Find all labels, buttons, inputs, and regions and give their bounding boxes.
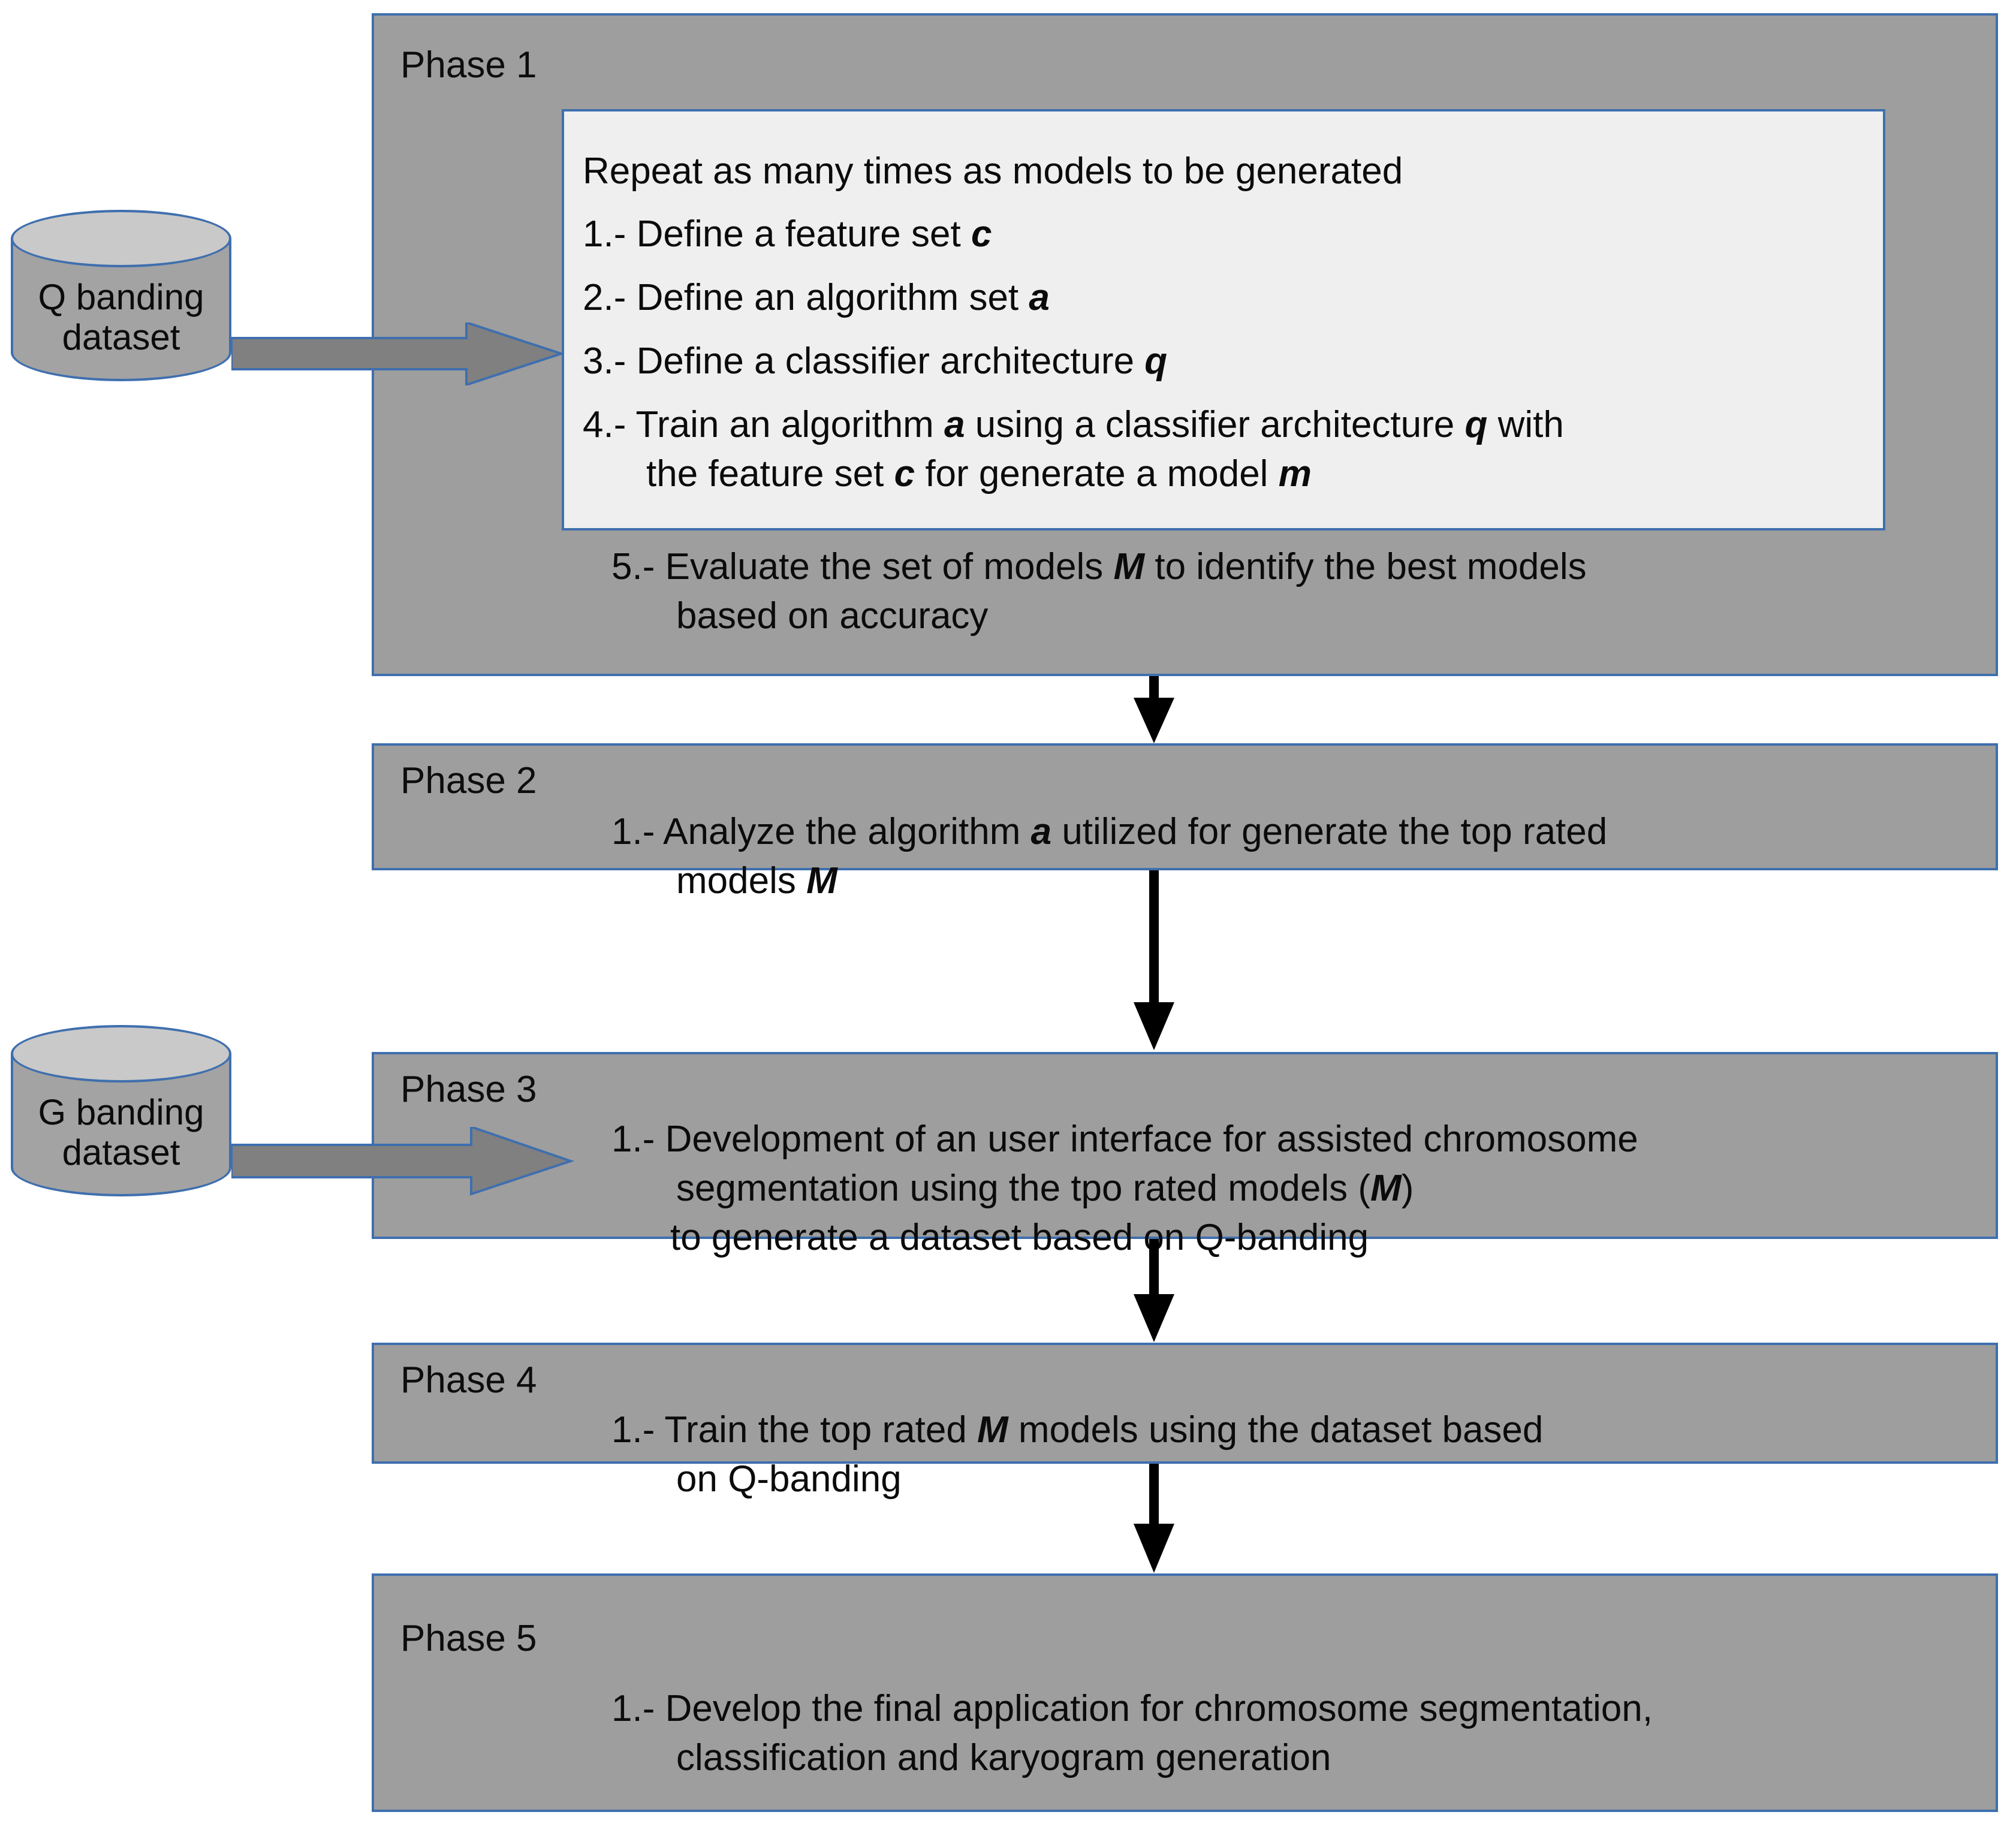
step-4-cont-b: for generate a model	[915, 453, 1279, 495]
symbol-c: c	[971, 213, 992, 255]
symbol-M: M	[806, 860, 837, 902]
phase-5-step-1-line-1: 1.- Develop the final application for ch…	[611, 1690, 1653, 1727]
q-banding-line-1: Q banding	[38, 277, 204, 317]
phase-1-step-1: 1.- Define a feature set c	[583, 216, 992, 253]
phase-5-title: Phase 5	[400, 1618, 537, 1659]
step-2-number: 2.-	[583, 277, 626, 318]
step-3-number: 3.-	[583, 340, 626, 382]
step-1-number: 1.-	[583, 213, 626, 255]
phase-3-step-1-line-1: 1.- Development of an user interface for…	[611, 1121, 1638, 1158]
connector-phase3-to-phase4	[1134, 1239, 1174, 1342]
symbol-M: M	[977, 1409, 1008, 1451]
phase-2-box	[372, 743, 1998, 870]
phase-4-step-1-line-1: 1.- Train the top rated M models using t…	[611, 1412, 1543, 1449]
block-arrow-g-to-phase3	[231, 1127, 574, 1196]
g-banding-line-2: dataset	[62, 1132, 180, 1173]
phase-2-step-1-line-1: 1.- Analyze the algorithm a utilized for…	[611, 813, 1607, 851]
connector-phase4-to-phase5	[1134, 1464, 1174, 1573]
phase-1-step-5-line-2: based on accuracy	[676, 595, 989, 637]
symbol-a: a	[1030, 811, 1052, 852]
step-3-text: Define a classifier architecture	[636, 340, 1145, 382]
phase-1-title: Phase 1	[400, 44, 537, 86]
step-1-text: Define a feature set	[636, 213, 971, 255]
p2-step-text-a: Analyze the algorithm	[663, 811, 1031, 852]
symbol-M: M	[1370, 1168, 1402, 1209]
symbol-a: a	[1029, 277, 1050, 318]
phase-1-step-3: 3.- Define a classifier architecture q	[583, 343, 1167, 380]
datastore-g-banding-label: G banding dataset	[11, 1092, 231, 1172]
step-4-number: 4.-	[583, 404, 626, 445]
phase-3-title: Phase 3	[400, 1069, 537, 1110]
p2-step-cont-a: models	[676, 860, 807, 902]
phase-3-step-1-line-3: to generate a dataset based on Q-banding	[670, 1217, 1369, 1258]
cylinder-top-ellipse	[11, 210, 231, 267]
symbol-M: M	[1113, 546, 1145, 587]
datastore-g-banding: G banding dataset	[11, 1025, 231, 1217]
p2-step-text-b: utilized for generate the top rated	[1051, 811, 1608, 852]
phase-1-repeat-box	[562, 109, 1885, 530]
p5-step-text: Develop the final application for chromo…	[665, 1688, 1653, 1729]
symbol-a: a	[944, 404, 965, 445]
datastore-q-banding-label: Q banding dataset	[11, 277, 231, 357]
step-4-text-a: Train an algorithm	[635, 404, 945, 445]
step-2-text: Define an algorithm set	[636, 277, 1029, 318]
step-5-number: 5.-	[611, 546, 655, 587]
step-4-cont-a: the feature set	[646, 453, 894, 495]
p3-step-text: Development of an user interface for ass…	[665, 1118, 1638, 1160]
block-arrow-q-to-phase1	[231, 322, 562, 385]
phase-1-step-4-line-2: the feature set c for generate a model m	[646, 456, 1312, 493]
phase-5-box	[372, 1573, 1998, 1812]
step-4-text-b: using a classifier architecture	[965, 404, 1465, 445]
g-banding-line-1: G banding	[38, 1092, 204, 1132]
phase-2-title: Phase 2	[400, 760, 537, 801]
phase-4-box	[372, 1343, 1998, 1464]
p3-step-cont-a: segmentation using the tpo rated models …	[676, 1168, 1371, 1209]
p4-step-text-b: models using the dataset based	[1008, 1409, 1544, 1451]
phase-3-step-1-line-2: segmentation using the tpo rated models …	[676, 1170, 1414, 1207]
connector-phase2-to-phase3	[1134, 870, 1174, 1050]
phase-1-step-5-line-1: 5.- Evaluate the set of models M to iden…	[611, 548, 1587, 586]
connector-phase1-to-phase2	[1134, 676, 1174, 743]
p4-step-text-a: Train the top rated	[664, 1409, 978, 1451]
phase-4-title: Phase 4	[400, 1359, 537, 1401]
step-5-text-b: to identify the best models	[1144, 546, 1587, 587]
step-5-text-a: Evaluate the set of models	[665, 546, 1114, 587]
p3-step-cont-b: )	[1401, 1168, 1414, 1209]
q-banding-line-2: dataset	[62, 317, 180, 358]
p3-step-number: 1.-	[611, 1118, 655, 1160]
phase-5-step-1-line-2: classification and karyogram generation	[676, 1737, 1331, 1778]
symbol-q: q	[1144, 340, 1168, 382]
phase-1-step-2: 2.- Define an algorithm set a	[583, 279, 1050, 316]
phase-4-step-1-line-2: on Q-banding	[676, 1458, 902, 1500]
datastore-q-banding: Q banding dataset	[11, 210, 231, 402]
symbol-m: m	[1278, 453, 1312, 495]
symbol-q: q	[1464, 404, 1488, 445]
repeat-header: Repeat as many times as models to be gen…	[583, 150, 1403, 192]
symbol-c: c	[894, 453, 915, 495]
cylinder-top-ellipse	[11, 1025, 231, 1083]
p2-step-number: 1.-	[611, 811, 655, 852]
phase-2-step-1-line-2: models M	[676, 863, 837, 900]
p4-step-number: 1.-	[611, 1409, 655, 1451]
p5-step-number: 1.-	[611, 1688, 655, 1729]
phase-1-step-4-line-1: 4.- Train an algorithm a using a classif…	[583, 406, 1564, 444]
step-4-text-c: with	[1487, 404, 1564, 445]
phase-3-box	[372, 1052, 1998, 1239]
